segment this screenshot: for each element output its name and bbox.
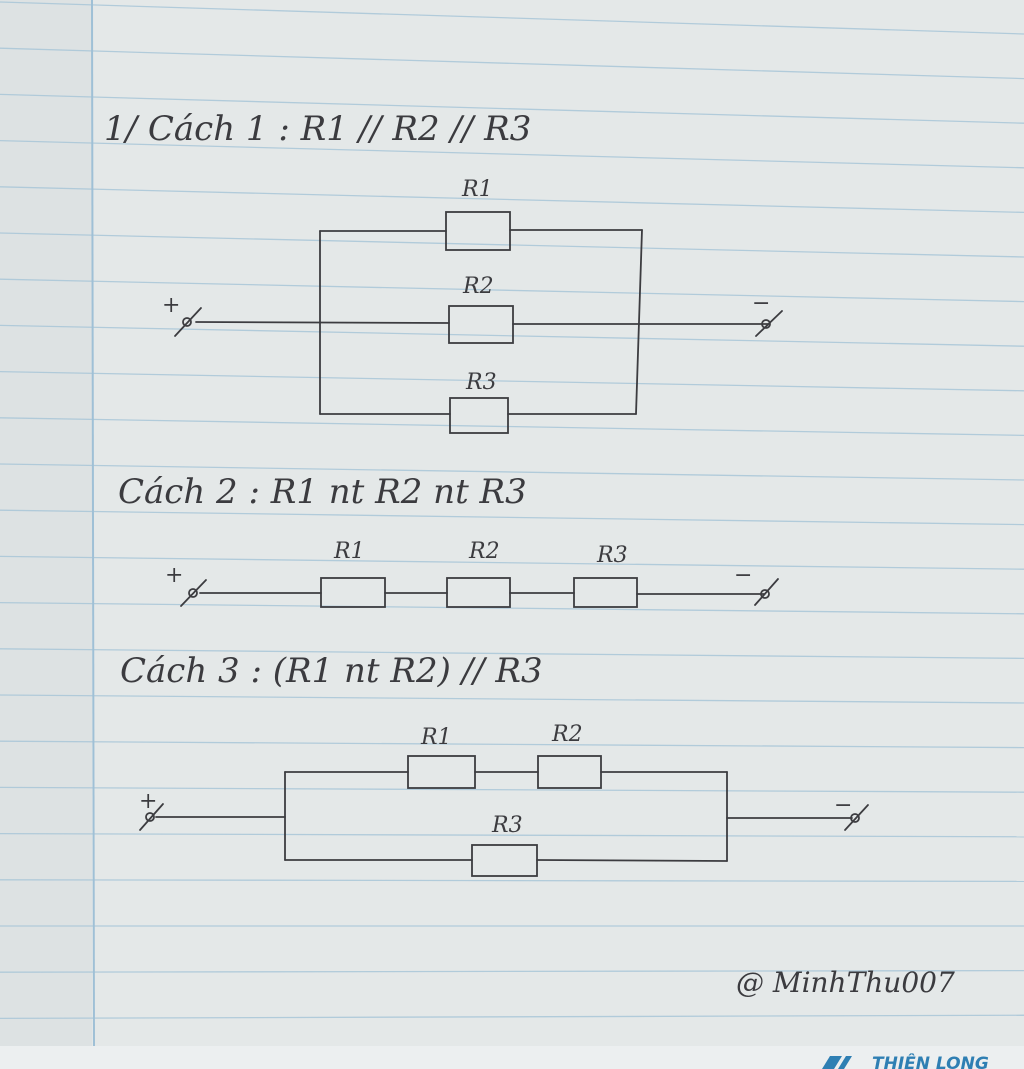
ruled-line xyxy=(0,232,1024,258)
ruled-line xyxy=(0,879,1024,883)
ruled-line xyxy=(0,139,1024,169)
minus-sign: − xyxy=(734,563,752,588)
terminal-slash xyxy=(755,310,783,337)
brand-text: THIÊN LONG xyxy=(872,1052,989,1069)
ruled-line xyxy=(0,1,1024,35)
section-3-title: Cách 3 : (R1 nt R2) // R3 xyxy=(120,651,543,691)
label-r3: R3 xyxy=(491,813,523,838)
ruled-line xyxy=(0,186,1024,214)
ruled-line xyxy=(0,601,1024,615)
brand-logo: THIÊN LONG xyxy=(822,1052,989,1069)
terminal-slash xyxy=(139,803,164,831)
section-2: Cách 2 : R1 nt R2 nt R3 R1 R2 R3 + − xyxy=(118,472,779,608)
label-r3: R3 xyxy=(465,370,497,395)
page-bottom-edge xyxy=(0,1046,1024,1069)
negative-terminal xyxy=(850,813,860,823)
ruled-line xyxy=(0,417,1024,437)
label-r2: R2 xyxy=(468,539,500,564)
positive-terminal xyxy=(182,317,192,327)
plus-sign: + xyxy=(139,789,157,814)
section-2-title: Cách 2 : R1 nt R2 nt R3 xyxy=(118,472,527,512)
negative-terminal xyxy=(760,589,770,599)
label-r1: R1 xyxy=(420,725,452,750)
terminal-slash xyxy=(844,804,869,831)
ruled-lines xyxy=(0,1,1024,1020)
ruled-line xyxy=(0,324,1024,347)
ruled-line xyxy=(0,694,1024,704)
resistor-r3 xyxy=(573,577,638,608)
ruled-line xyxy=(0,47,1024,80)
ruled-line xyxy=(0,832,1024,838)
terminal-slash xyxy=(754,578,779,606)
plus-sign: + xyxy=(162,293,180,318)
signature: @ MinhThu007 xyxy=(736,966,955,999)
ruled-line xyxy=(0,648,1024,660)
positive-terminal xyxy=(145,812,155,822)
label-r1: R1 xyxy=(461,177,493,202)
plus-sign: + xyxy=(165,563,183,588)
brand-mark xyxy=(838,1056,852,1069)
label-r2: R2 xyxy=(462,274,494,299)
ruled-line xyxy=(0,1014,1024,1020)
ruled-line xyxy=(0,278,1024,303)
label-r1: R1 xyxy=(333,539,365,564)
wire xyxy=(536,859,728,862)
ruled-line xyxy=(0,93,1024,124)
terminal-slash xyxy=(174,307,202,337)
resistor-r3 xyxy=(449,397,509,434)
ruled-line xyxy=(0,463,1024,481)
resistor-r1 xyxy=(445,211,511,251)
minus-sign: − xyxy=(834,793,852,818)
minus-sign: − xyxy=(752,291,770,316)
terminal-slash xyxy=(180,579,207,607)
ruled-line xyxy=(0,509,1024,526)
section-3: Cách 3 : (R1 nt R2) // R3 R1 R2 R3 + − xyxy=(120,651,869,877)
wire xyxy=(195,321,450,324)
ruled-line xyxy=(0,969,1024,973)
positive-terminal xyxy=(188,588,198,598)
negative-terminal xyxy=(761,319,771,329)
section-1: 1/ Cách 1 : R1 // R2 // R3 R1 R2 R3 + − xyxy=(104,109,783,434)
ruled-line xyxy=(0,786,1024,793)
left-margin-area xyxy=(0,0,92,1069)
ruled-line xyxy=(0,740,1024,749)
margin-line xyxy=(91,0,95,1049)
ruled-line xyxy=(0,555,1024,570)
label-r3: R3 xyxy=(596,543,628,568)
brand-mark xyxy=(822,1056,842,1069)
ruled-line xyxy=(0,370,1024,392)
parallel-right-bus xyxy=(635,229,643,415)
label-r2: R2 xyxy=(551,722,583,747)
section-1-title: 1/ Cách 1 : R1 // R2 // R3 xyxy=(104,109,531,149)
